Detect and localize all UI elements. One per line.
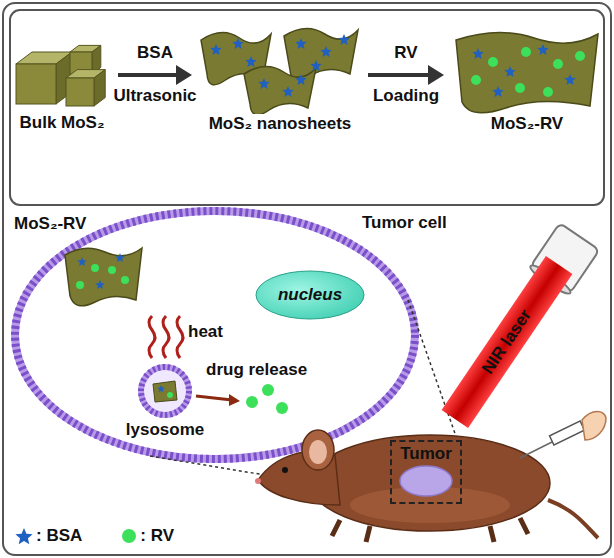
annotation: heat (186, 322, 225, 342)
annotation: MoS₂-RV (12, 214, 88, 234)
node-label: MoS₂-RV (448, 114, 606, 134)
release-arrow (196, 396, 232, 400)
drug-dot (276, 402, 288, 414)
cell-membrane (15, 211, 415, 459)
node-label: lysosome (120, 420, 210, 440)
tumor-mass (396, 464, 456, 498)
arrowhead (176, 65, 192, 85)
laser-beam: NIR laser (442, 256, 573, 428)
arrow-shaft (118, 73, 180, 77)
cell-membrane-beads (15, 211, 415, 459)
rv-dot (91, 264, 99, 272)
process-arrow (368, 65, 444, 85)
arrow-label: RV (392, 43, 419, 63)
annotation: Tumor cell (360, 213, 449, 233)
bsa-star (77, 257, 87, 266)
mos2-rv-sheet (65, 248, 142, 306)
node-label: NIR laser (442, 256, 573, 428)
arrow-label: BSA (135, 43, 175, 63)
rv-dot (121, 276, 129, 284)
lysosome-vesicle (120, 362, 210, 420)
heat-waves (149, 316, 183, 358)
legend-swatch (122, 529, 136, 543)
legend-star (14, 526, 34, 546)
node-label: nucleus (255, 270, 365, 320)
zoom-line (408, 300, 458, 442)
drug-dot (246, 396, 258, 408)
tumor-region: Tumor (390, 440, 462, 504)
node-label: Bulk MoS₂ (10, 113, 114, 133)
process-arrow (118, 65, 192, 85)
outer-frame (3, 3, 611, 555)
rv-dot (76, 281, 84, 289)
arrow-shaft (368, 73, 432, 77)
legend-text: : BSA (36, 526, 82, 546)
material-node: MoS₂ nanosheets (196, 22, 364, 134)
arrowhead (428, 65, 444, 85)
legend-item: : RV (122, 526, 174, 546)
mouse (255, 430, 598, 542)
node-label: MoS₂ nanosheets (196, 114, 364, 134)
material-node: Bulk MoS₂ (10, 28, 114, 133)
material-node: lysosome (120, 362, 210, 440)
bsa-star (115, 253, 125, 262)
node-label: Tumor (396, 444, 456, 464)
mos2-rv-sheet (448, 22, 606, 114)
bsa-star (95, 280, 105, 289)
material-node: MoS₂-RV (448, 22, 606, 134)
rv-dot (108, 266, 116, 274)
nanosheets (196, 22, 364, 114)
process-condition: Loading (371, 86, 441, 106)
nucleus-node: nucleus (255, 270, 365, 320)
top-panel-frame (10, 10, 604, 205)
annotation: drug release (204, 360, 309, 380)
bulk-cubes (10, 28, 114, 113)
legend-item: : BSA (14, 526, 82, 546)
legend-text: : RV (140, 526, 174, 546)
release-arrowhead (229, 394, 240, 406)
drug-dot (262, 384, 274, 396)
syringe-hand (520, 412, 606, 459)
process-condition: Ultrasonic (111, 86, 198, 106)
sheet-loading (76, 253, 129, 289)
